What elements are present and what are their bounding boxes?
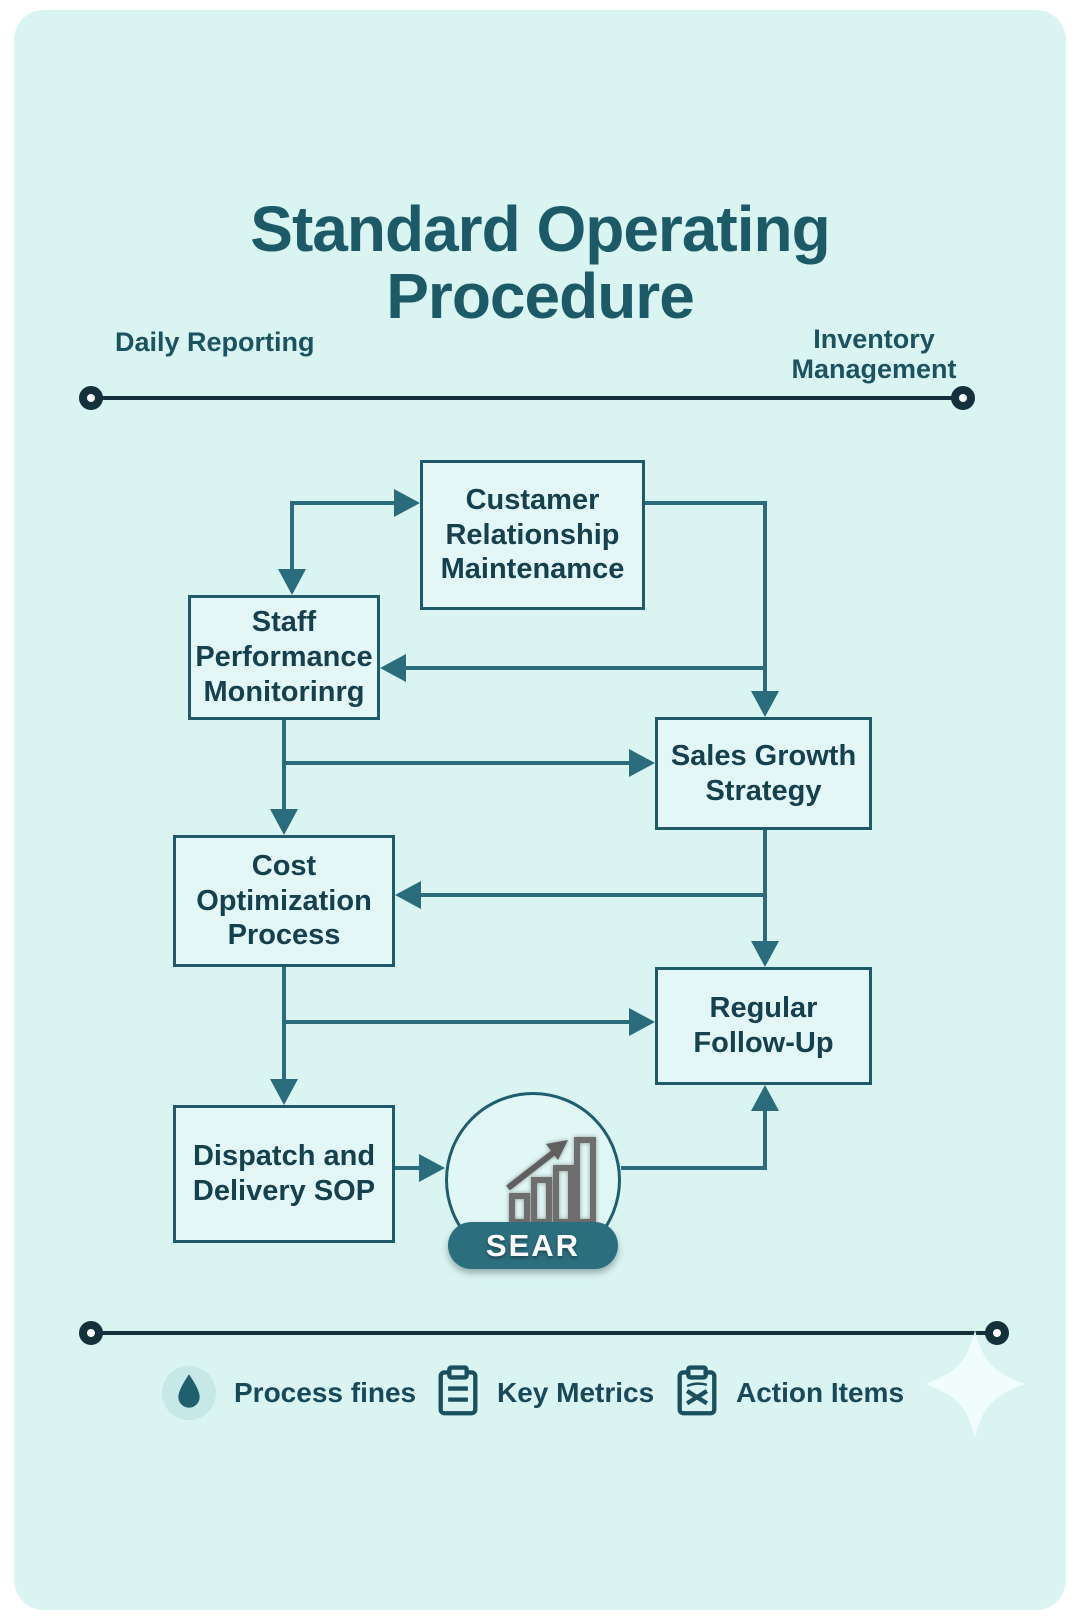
left-header-label: Daily Reporting <box>115 327 315 357</box>
right-header-label: Inventory Management <box>791 324 957 384</box>
node-staff-performance: Staff Performance Monitorinrg <box>188 595 380 720</box>
card-background <box>14 10 1066 1610</box>
connector-lines <box>282 501 767 1170</box>
node-customer-relationship: Custamer Relationship Maintenamce <box>420 460 645 610</box>
legend-label: Key Metrics <box>497 1377 655 1408</box>
clipboard-x-icon <box>676 1364 718 1422</box>
legend-label: Action Items <box>736 1377 905 1408</box>
sear-button[interactable]: SEAR <box>448 1222 618 1269</box>
node-cost-optimization: Cost Optimization Process <box>173 835 395 967</box>
connector-arrowheads <box>270 489 779 1182</box>
sparkle-icon <box>925 1330 1025 1438</box>
top-rule <box>79 386 975 410</box>
legend-item-action-items: Action Items <box>676 1360 904 1426</box>
page-title: Standard Operating Procedure <box>250 193 830 332</box>
legend-item-key-metrics: Key Metrics <box>437 1360 654 1426</box>
node-regular-followup: Regular Follow-Up <box>655 967 872 1085</box>
legend-label: Process fines <box>234 1377 417 1408</box>
legend-item-process-lines: Process fines <box>162 1360 416 1426</box>
node-sales-growth: Sales Growth Strategy <box>655 717 872 830</box>
bar-chart-growth-icon <box>506 1137 596 1225</box>
bottom-rule <box>79 1321 1009 1345</box>
node-dispatch-delivery: Dispatch and Delivery SOP <box>173 1105 395 1243</box>
droplet-icon <box>162 1366 216 1420</box>
clipboard-icon <box>437 1364 479 1422</box>
